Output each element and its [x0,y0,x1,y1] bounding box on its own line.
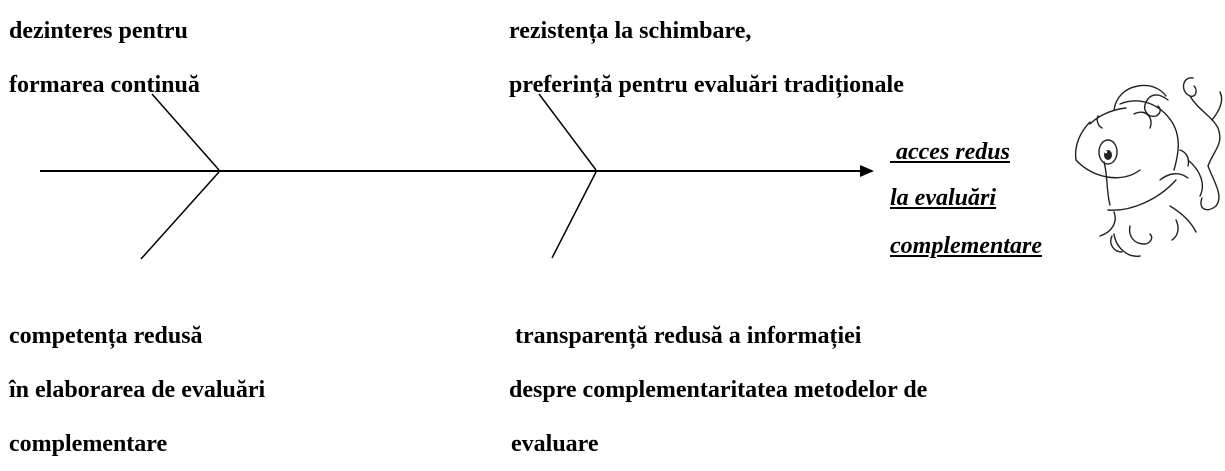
fish-icon [1074,77,1223,257]
bone-bottom-left [140,171,220,260]
cause-text-line: rezistența la schimbare, [509,18,752,44]
bone-top-right [538,93,597,171]
effect-label-line: acces redus [890,139,1010,165]
bone-top-left [151,93,220,171]
fishbone-skeleton [40,77,1223,260]
cause-text-line: în elaborarea de evaluări [9,377,266,403]
cause-text-line: formarea continuă [9,72,200,98]
cause-text-line: transparență redusă a informației [515,323,862,349]
cause-text-line: despre complementaritatea metodelor de [509,377,928,403]
cause-top-right: rezistența la schimbare, preferință pent… [509,4,904,112]
cause-text-line: preferință pentru evaluări tradiționale [509,72,904,98]
bone-bottom-right [551,171,597,259]
cause-bottom-left: competența redusă în elaborarea de evalu… [9,309,265,471]
cause-text-line: evaluare [511,431,599,457]
cause-text-line: competența redusă [9,323,203,349]
cause-text-line: dezinteres pentru [9,18,188,44]
effect-label-line: complementare [890,233,1042,259]
cause-bottom-right: transparență redusă a informației despre… [509,309,927,471]
fish-eye [1098,139,1118,165]
effect-label-line: la evaluări [890,185,996,211]
cause-text-line: complementare [9,431,168,457]
spine-arrowhead [860,165,874,177]
cause-top-left: dezinteres pentru formarea continuă [9,4,200,112]
